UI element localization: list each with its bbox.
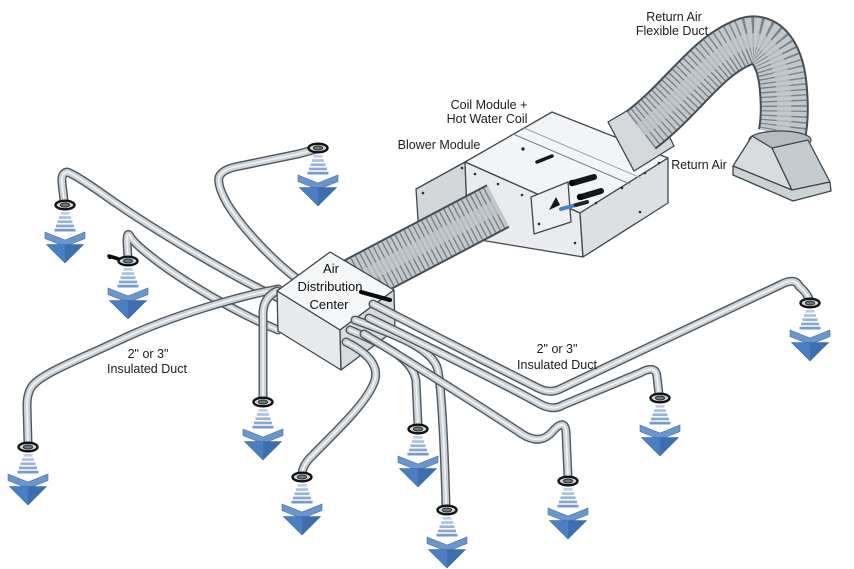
label-return-air-flexible-duct-line2: Flexible Duct: [636, 24, 709, 38]
module-section-seam-2: [523, 127, 642, 179]
airflow-arrow-icon: [241, 396, 285, 462]
airflow-arrow-icon: [788, 297, 832, 363]
module-section-seam: [512, 133, 631, 185]
label-adc-line1: Air: [323, 261, 340, 276]
label-blower-module: Blower Module: [398, 138, 481, 152]
hot-water-coil-fittings: [559, 174, 604, 211]
adc-damper-lever: [358, 289, 393, 303]
label-adc-line3: Center: [309, 297, 349, 312]
return-air-flexible-duct: [641, 40, 784, 134]
blower-coil-module: [415, 96, 675, 258]
airflow-arrow-icon: [546, 475, 590, 541]
plenum-base: [732, 165, 832, 202]
label-adc-line2: Distribution: [297, 279, 362, 294]
module-handle: [535, 154, 554, 164]
airflow-arrow-icon: [43, 199, 87, 265]
corrugated-supply-trunk-duct: [352, 206, 498, 283]
label-insulated-duct-left-line1: 2" or 3": [128, 347, 169, 361]
airflow-arrow-icon: [6, 441, 50, 507]
supply-duct-below-5: [263, 291, 277, 399]
supply-duct-upper-left-1: [219, 149, 316, 278]
label-coil-module-line1: Coil Module +: [451, 98, 528, 112]
airflow-arrow-icon: [638, 392, 682, 458]
airflow-arrow-icon: [280, 471, 324, 537]
label-return-air-flexible-duct-line1: Return Air: [646, 10, 702, 24]
label-insulated-duct-right-line2: Insulated Duct: [517, 358, 597, 372]
electrical-box-screw: [537, 222, 541, 226]
label-coil-module-line2: Hot Water Coil: [447, 112, 528, 126]
diagram-labels: Return Air Flexible Duct Coil Module + H…: [107, 10, 727, 376]
airflow-arrow-icon: [106, 255, 150, 321]
label-return-air: Return Air: [671, 158, 727, 172]
module-front-right-face: [579, 157, 669, 258]
label-insulated-duct-right-line1: 2" or 3": [537, 342, 578, 356]
return-air-plenum: [732, 130, 832, 202]
airflow-arrow-icon: [396, 423, 440, 489]
airflow-arrow-icon: [425, 504, 469, 569]
warning-triangle-icon: [549, 197, 560, 210]
label-insulated-duct-left-line2: Insulated Duct: [107, 362, 187, 376]
